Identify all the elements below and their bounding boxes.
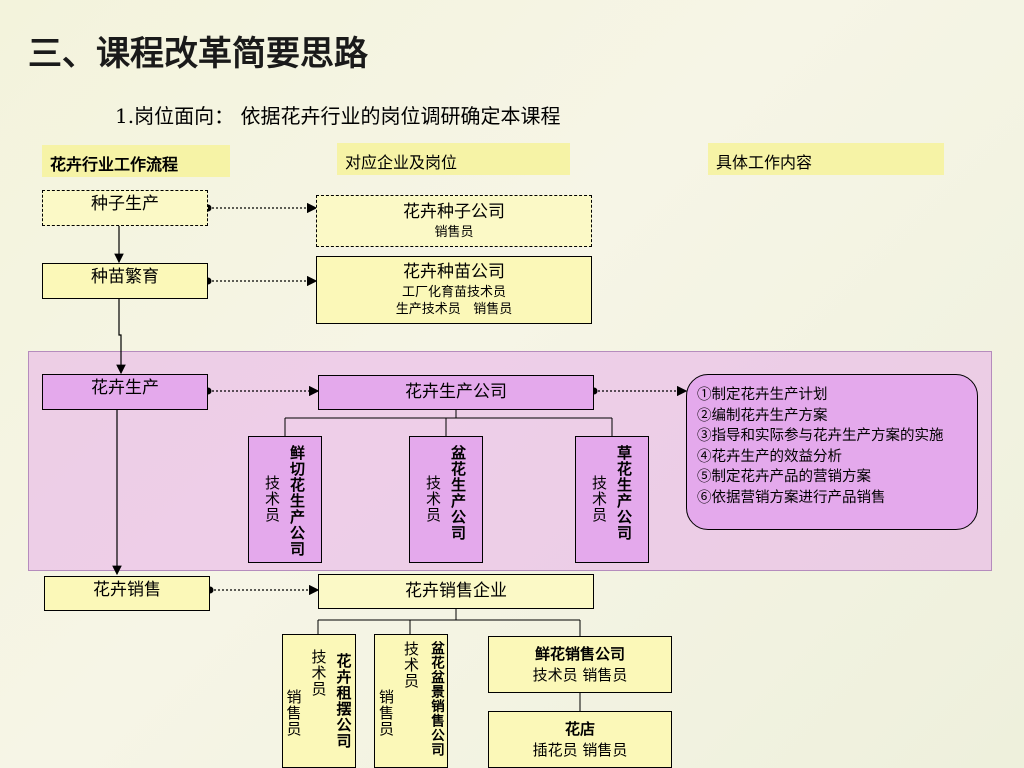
herbaceous-flower-role: 技术员 <box>590 475 608 523</box>
flower-shop-box: 花店 插花员 销售员 <box>488 711 672 768</box>
header-workflow: 花卉行业工作流程 <box>42 145 230 177</box>
step-seedling-breeding: 种苗繁育 <box>42 263 208 299</box>
potted-flower-company-box: 技术员 盆花生产公司 <box>409 436 483 563</box>
seed-company-roles: 销售员 <box>434 224 474 240</box>
production-task-list: ①制定花卉生产计划 ②编制花卉生产方案 ③指导和实际参与花卉生产方案的实施 ④花… <box>686 374 978 530</box>
task-item: ⑤制定花卉产品的营销方案 <box>697 469 871 485</box>
seed-company-box: 花卉种子公司 销售员 <box>316 195 592 247</box>
step-flower-production: 花卉生产 <box>42 374 208 410</box>
potted-flower-role: 技术员 <box>424 475 442 523</box>
fresh-flower-roles: 技术员 销售员 <box>532 665 628 684</box>
cut-flower-company-box: 技术员 鲜切花生产公司 <box>248 436 322 563</box>
step-sales-label: 花卉销售 <box>93 580 161 600</box>
page-subtitle: 1.岗位面向： 依据花卉行业的岗位调研确定本课程 <box>115 104 561 128</box>
production-company-name: 花卉生产公司 <box>405 382 507 403</box>
seedling-company-name: 花卉种苗公司 <box>403 261 505 282</box>
step-seed-production: 种子生产 <box>42 190 208 226</box>
herbaceous-flower-company-name: 草花生产公司 <box>615 445 633 541</box>
task-item: ④花卉生产的效益分析 <box>697 448 842 465</box>
step-flower-sales: 花卉销售 <box>44 576 210 611</box>
potted-bonsai-company-name: 盆花盆景销售公司 <box>428 641 444 757</box>
cut-flower-role: 技术员 <box>263 475 281 523</box>
potted-flower-company-name: 盆花生产公司 <box>449 445 467 541</box>
seedling-company-roles-2: 生产技术员 销售员 <box>395 302 513 318</box>
potted-bonsai-company-box: 销售员 技术员 盆花盆景销售公司 <box>374 634 448 768</box>
rental-company-name: 花卉租摆公司 <box>334 653 353 749</box>
rental-role-1: 技术员 <box>309 649 328 697</box>
seedling-company-box: 花卉种苗公司 工厂化育苗技术员 生产技术员 销售员 <box>316 256 592 324</box>
sales-company-box: 花卉销售企业 <box>318 574 594 609</box>
rental-role-2: 销售员 <box>284 689 303 737</box>
step-production-label: 花卉生产 <box>91 378 159 398</box>
fresh-flower-company-box: 鲜花销售公司 技术员 销售员 <box>488 636 672 693</box>
step-seedling-label: 种苗繁育 <box>91 267 159 287</box>
potted-bonsai-role-1: 技术员 <box>402 641 420 689</box>
seed-company-name: 花卉种子公司 <box>403 201 505 222</box>
step-seed-label: 种子生产 <box>91 194 159 214</box>
task-item: ②编制花卉生产方案 <box>697 407 828 424</box>
cut-flower-company-name: 鲜切花生产公司 <box>288 445 306 557</box>
header-content: 具体工作内容 <box>708 143 944 175</box>
header-companies: 对应企业及岗位 <box>337 143 570 175</box>
fresh-flower-company-name: 鲜花销售公司 <box>534 645 625 664</box>
seedling-company-roles-1: 工厂化育苗技术员 <box>401 284 506 300</box>
page-title: 三、课程改革简要思路 <box>28 34 368 74</box>
herbaceous-flower-company-box: 技术员 草花生产公司 <box>575 436 649 563</box>
production-company-box: 花卉生产公司 <box>318 375 594 410</box>
flower-shop-roles: 插花员 销售员 <box>532 740 628 759</box>
task-item: ⑥依据营销方案进行产品销售 <box>697 489 886 506</box>
task-item: ①制定花卉生产计划 <box>697 387 828 403</box>
task-item: ③指导和实际参与花卉生产方案的实施 <box>697 428 944 444</box>
sales-company-name: 花卉销售企业 <box>405 581 507 602</box>
rental-company-box: 销售员 技术员 花卉租摆公司 <box>282 634 356 768</box>
flower-shop-name: 花店 <box>564 720 595 739</box>
potted-bonsai-role-2: 销售员 <box>377 689 395 737</box>
